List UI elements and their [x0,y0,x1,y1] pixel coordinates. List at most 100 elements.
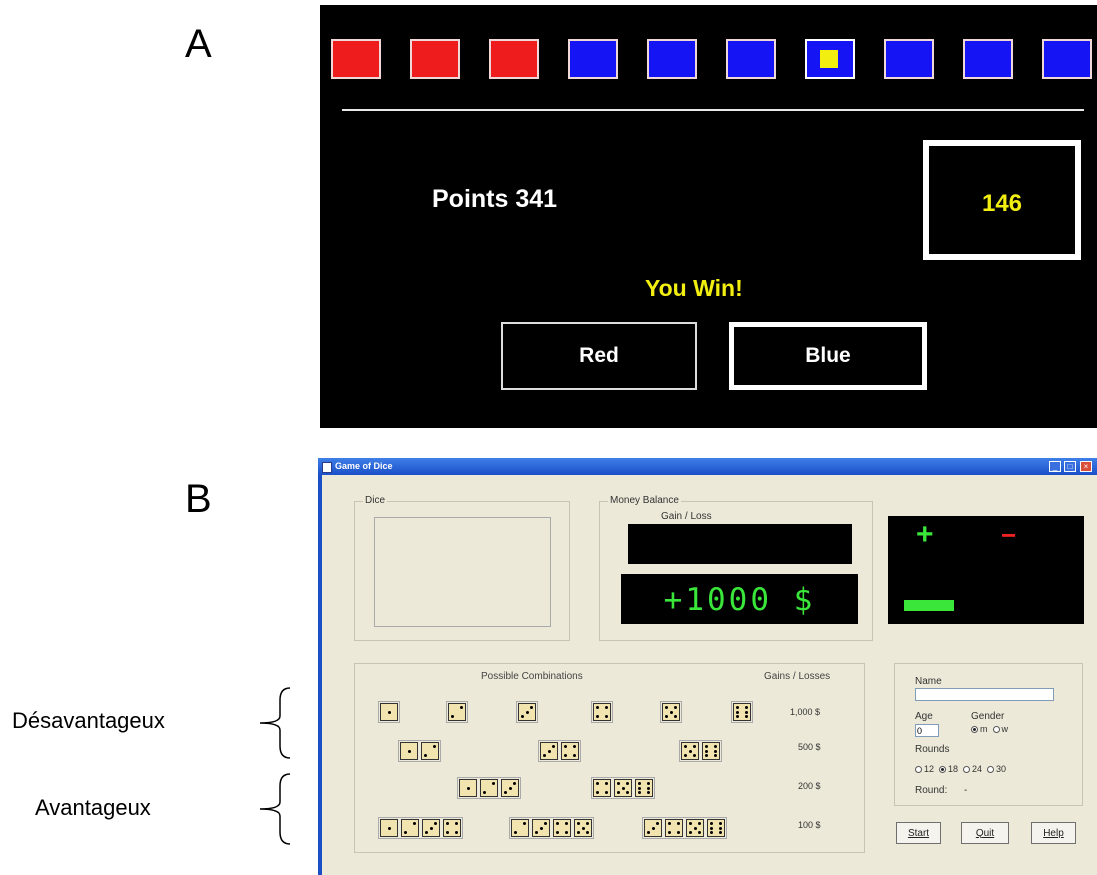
gender-label: Gender [971,711,1005,722]
dice-combination [731,701,753,723]
die-pip [573,754,576,757]
gain-loss-indicator: + − [888,516,1084,624]
dice-combination [538,740,581,762]
rounds-radio-18[interactable] [939,765,947,773]
die-pip [446,822,449,825]
age-label: Age [915,711,933,722]
dice-combination [378,817,463,839]
die-pip [714,749,717,753]
start-button[interactable]: Start [896,822,941,844]
die-pip [710,822,713,825]
die-pip [626,791,629,794]
die-pip [514,831,517,834]
die-pip [596,782,599,785]
blue-card [568,39,618,79]
name-field[interactable] [915,688,1054,701]
game-screen-a: Points 341 146 You Win! Red Blue [320,5,1097,428]
die-pip [656,822,659,825]
dice-combination [591,777,655,799]
die-pip [736,710,739,714]
die-face-4 [553,819,571,837]
combinations-title: Possible Combinations [481,671,583,682]
die-pip [665,715,668,718]
dice-combination [591,701,613,723]
die-pip [539,826,543,830]
dice-combination [679,740,722,762]
window-titlebar: Game of Dice _ □ × [318,458,1097,475]
age-field[interactable] [915,724,939,737]
die-pip [504,791,507,794]
die-pip [689,831,692,834]
gender-radio-m[interactable] [971,725,978,733]
die-face-5 [614,779,632,797]
rounds-option-label: 30 [996,764,1007,774]
die-pip [387,710,391,714]
rounds-radio-24[interactable] [963,765,971,773]
die-pip [693,826,697,830]
die-face-5 [574,819,592,837]
label-avantageux: Avantageux [35,795,151,820]
die-pip [581,826,585,830]
blue-card [726,39,776,79]
die-pip [508,786,512,790]
die-pip [404,831,407,834]
die-face-5 [681,742,699,760]
die-pip [617,782,620,785]
die-pip [626,782,629,785]
die-face-1 [380,819,398,837]
die-face-6 [707,819,725,837]
brace-desavantageux [259,687,291,759]
quit-button[interactable]: Quit [961,822,1009,844]
die-face-1 [380,703,398,721]
die-pip [719,826,722,830]
die-pip [705,749,708,753]
die-pip [460,706,463,709]
rounds-option-label: 24 [972,764,983,774]
help-button[interactable]: Help [1031,822,1076,844]
money-balance-group: Money Balance [599,495,873,641]
die-pip [677,822,680,825]
dice-combination [660,701,682,723]
die-pip [621,786,625,790]
die-pip [525,710,529,714]
dice-combination [516,701,538,723]
die-pip [466,786,470,790]
red-card [410,39,460,79]
die-face-4 [593,779,611,797]
rounds-radio-12[interactable] [915,765,922,773]
minus-icon: − [1001,520,1017,550]
die-pip [455,831,458,834]
rounds-label: Rounds [915,744,950,755]
die-pip [413,822,416,825]
maximize-button[interactable]: □ [1064,461,1076,472]
die-pip [565,822,568,825]
die-face-6 [733,703,751,721]
die-pip [705,754,708,757]
die-pip [665,706,668,709]
die-pip [586,822,589,825]
red-button[interactable]: Red [501,322,697,390]
die-pip [651,826,655,830]
die-pip [434,822,437,825]
die-pip [564,754,567,757]
indicator-bar [904,600,954,611]
die-pip [605,782,608,785]
gender-radio-w[interactable] [992,725,1000,733]
label-desavantageux: Désavantageux [12,708,165,733]
die-pip [521,715,524,718]
die-face-2 [480,779,498,797]
die-pip [451,715,454,718]
points-display: Points 341 [432,185,558,213]
die-pip [577,831,580,834]
blue-button[interactable]: Blue [729,322,927,390]
die-face-6 [702,742,720,760]
minimize-button[interactable]: _ [1049,461,1061,472]
brace-avantageux [259,773,291,845]
die-pip [647,782,650,785]
close-button[interactable]: × [1080,461,1092,472]
die-pip [596,791,599,794]
die-pip [674,706,677,709]
gain-value: 200 $ [798,781,821,791]
rounds-radio-30[interactable] [987,765,995,773]
